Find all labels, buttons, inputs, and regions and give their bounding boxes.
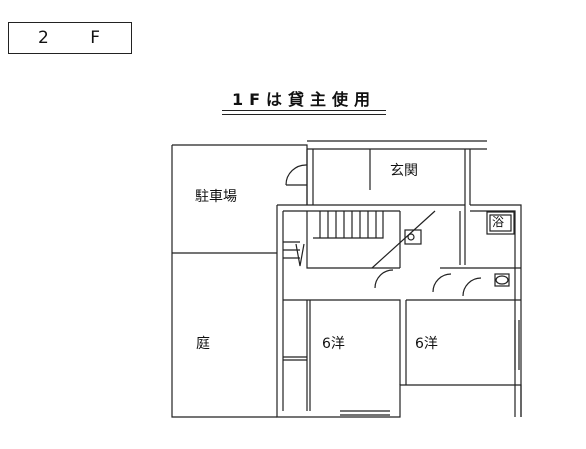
toilet-box [404, 229, 422, 245]
floor-label-box: 2 F [8, 22, 132, 54]
door-swing-1 [374, 269, 394, 289]
room-label-entrance: 玄関 [390, 163, 418, 179]
room-label-bath: 浴 [492, 215, 505, 229]
door-swing-3 [462, 277, 482, 297]
corridor-diagonal [371, 210, 436, 269]
washroom-walls [399, 211, 521, 269]
heading-underline-2 [222, 114, 386, 115]
window-right [514, 320, 520, 370]
room-label-garden: 庭 [196, 336, 210, 352]
top-wall [307, 140, 487, 150]
heading-underline-1 [222, 110, 386, 111]
door-swing-2 [432, 273, 452, 293]
bedroom-walls [283, 299, 521, 411]
house-outline [276, 204, 522, 418]
room-label-western-b: 6洋 [415, 336, 438, 352]
entrance-walls [306, 149, 471, 205]
window-bottom [340, 410, 390, 416]
parking-outline [171, 144, 308, 418]
floor-label: 2 F [38, 28, 118, 48]
toilet-fixture [494, 273, 510, 287]
room-label-parking: 駐車場 [195, 189, 237, 205]
room-label-western-a: 6洋 [322, 336, 345, 352]
bath-box [486, 211, 515, 235]
side-closet [283, 356, 307, 361]
entrance-door-swing [285, 164, 308, 186]
stairs [283, 211, 400, 269]
usage-heading: 1Fは貸主使用 [231, 90, 377, 109]
